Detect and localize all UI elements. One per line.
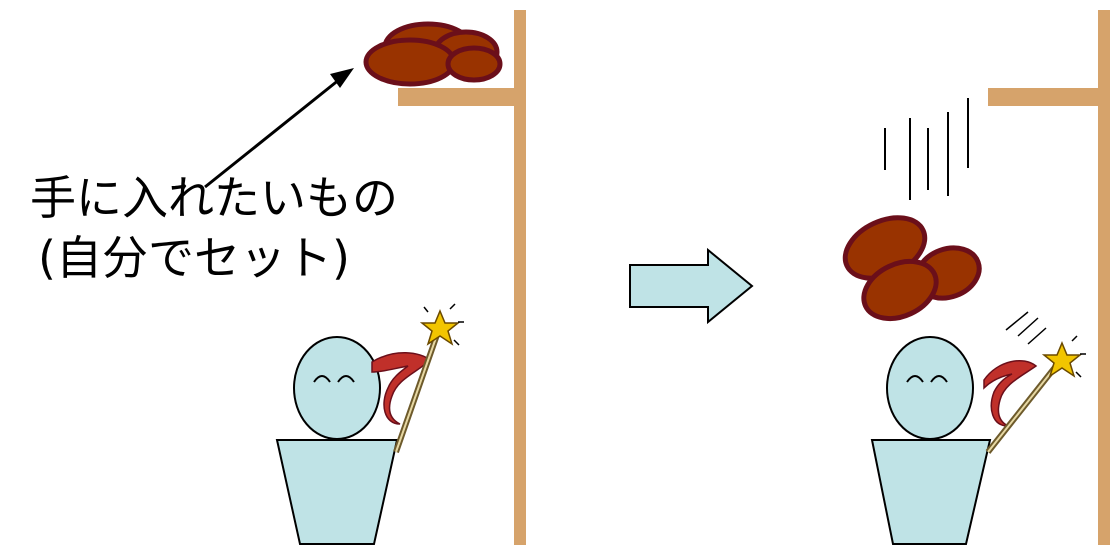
left-wand-stick-highlight xyxy=(395,331,439,453)
caption: 手に入れたいもの (自分でセット) xyxy=(30,168,398,288)
left-shelf-board xyxy=(398,88,522,106)
right-character-eye-right xyxy=(930,375,948,383)
pointer-arrow-head xyxy=(330,68,354,88)
right-item-bottom xyxy=(861,258,939,322)
pointer-arrow xyxy=(204,68,354,189)
left-character-eye-left xyxy=(313,375,331,383)
left-item-front xyxy=(363,37,457,87)
right-character-head xyxy=(886,336,974,440)
right-arrow-icon xyxy=(629,247,754,325)
caption-line-2: (自分でセット) xyxy=(38,231,350,285)
pointer-arrow-shaft xyxy=(204,77,341,189)
left-shelf-post xyxy=(514,10,526,545)
right-ribbon xyxy=(983,359,1038,427)
left-character-body xyxy=(275,439,399,545)
right-shelf xyxy=(988,10,1110,545)
wand-motion-lines xyxy=(1005,311,1047,345)
left-item-right-front xyxy=(445,45,503,83)
left-character-eye-right xyxy=(337,375,355,383)
left-shelf xyxy=(398,10,526,545)
right-wand-stick-highlight xyxy=(987,365,1057,453)
right-character-body xyxy=(870,439,992,545)
left-wand-sparkles xyxy=(423,303,464,346)
right-wand-sparkles xyxy=(1071,335,1086,378)
right-item-pile-icon xyxy=(842,215,982,322)
left-character xyxy=(275,303,464,545)
left-character-head xyxy=(293,336,381,440)
left-wand-star-icon xyxy=(419,309,461,346)
left-item-pile-icon xyxy=(363,21,503,87)
right-wand-star-icon xyxy=(1041,341,1083,378)
falling-motion-lines xyxy=(884,98,969,200)
right-shelf-board xyxy=(988,88,1110,106)
right-character xyxy=(870,335,1086,545)
caption-line-1: 手に入れたいもの xyxy=(30,171,398,225)
right-shelf-post xyxy=(1098,10,1110,545)
right-character-eye-left xyxy=(906,375,924,383)
